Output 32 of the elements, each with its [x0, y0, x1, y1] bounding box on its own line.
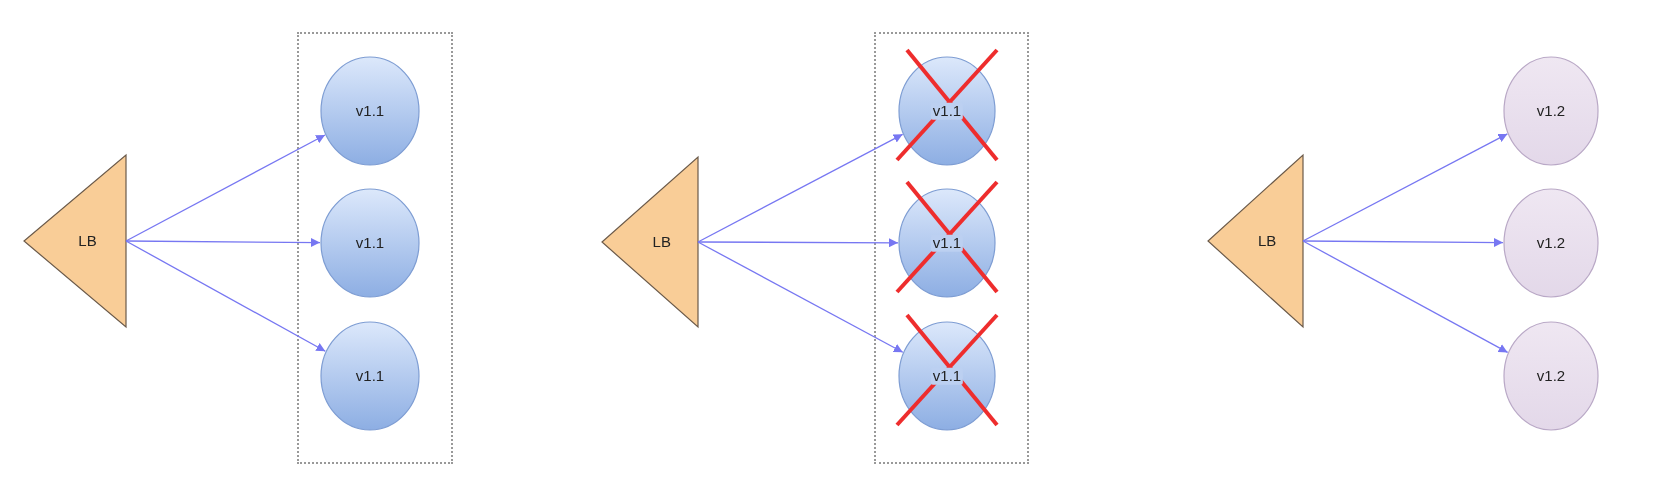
arrow: [1302, 133, 1508, 242]
node-label: v1.1: [930, 102, 964, 120]
node-label: LB: [1257, 232, 1277, 250]
instance-circle: [1503, 188, 1599, 298]
instance-circle: [320, 188, 420, 298]
load-balancer-triangle: [1207, 154, 1304, 328]
node-label: v1.2: [1536, 234, 1566, 252]
arrow: [1302, 240, 1509, 354]
instance-circle: [1503, 56, 1599, 166]
arrow: [697, 241, 904, 353]
arrow: [125, 134, 326, 242]
load-balancer-triangle: [601, 156, 699, 328]
node-label: v1.2: [1536, 367, 1566, 385]
node-label: v1.1: [355, 234, 385, 252]
dotted-group-frame: [874, 32, 1029, 464]
node-label: v1.1: [930, 234, 964, 252]
load-balancer-triangle: [23, 154, 127, 328]
node-label: v1.1: [355, 367, 385, 385]
dotted-group-frame: [297, 32, 453, 464]
instance-circle: [320, 321, 420, 431]
instance-circle: [1503, 321, 1599, 431]
node-label: LB: [652, 233, 671, 251]
arrow: [697, 133, 904, 243]
node-label: v1.1: [355, 102, 385, 120]
arrow: [1302, 238, 1504, 248]
arrow: [125, 238, 321, 247]
node-label: v1.2: [1536, 102, 1566, 120]
arrow: [125, 240, 326, 352]
arrow: [697, 238, 899, 248]
node-label: LB: [78, 232, 97, 250]
instance-circle: [320, 56, 420, 166]
node-label: v1.1: [930, 367, 964, 385]
